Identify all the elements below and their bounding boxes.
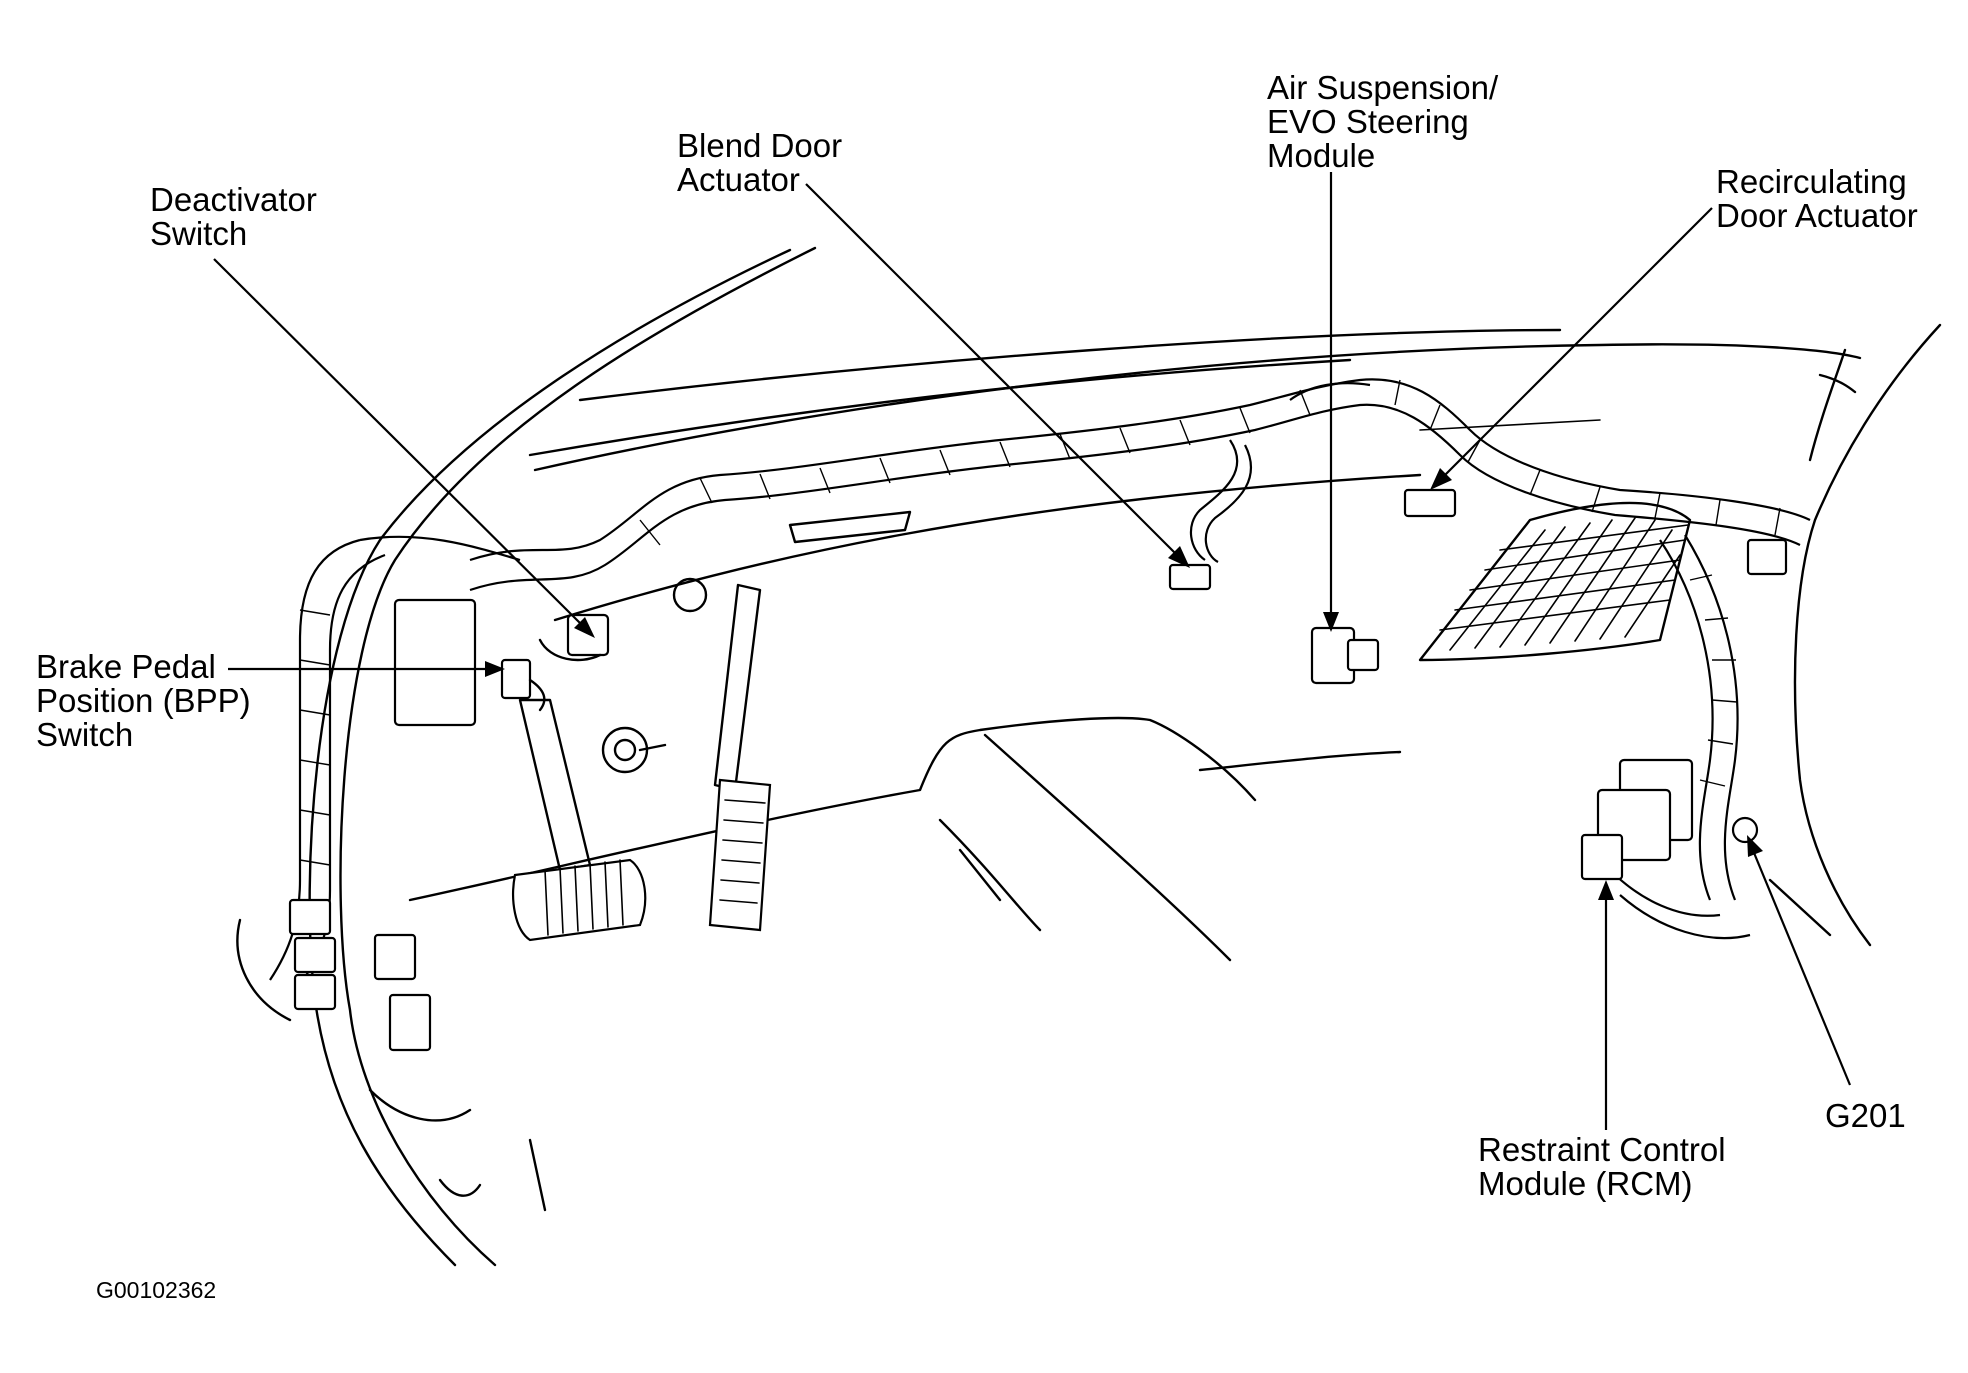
label-line: Switch bbox=[150, 215, 248, 252]
restraint-control-module-label: Restraint Control Module (RCM) bbox=[1478, 1133, 1726, 1201]
label-line: G201 bbox=[1825, 1097, 1906, 1134]
label-line: Switch bbox=[36, 716, 134, 753]
label-line: Blend Door bbox=[677, 127, 843, 164]
label-line: Position (BPP) bbox=[36, 682, 251, 719]
label-line: Module bbox=[1267, 137, 1376, 174]
label-line: Brake Pedal bbox=[36, 648, 216, 685]
label-line: Actuator bbox=[677, 161, 800, 198]
lower-dash bbox=[408, 716, 1402, 962]
right-pillar bbox=[1768, 323, 1942, 947]
deactivator-switch-label: Deactivator Switch bbox=[150, 183, 317, 251]
label-line: Recirculating bbox=[1716, 163, 1907, 200]
main-harness bbox=[269, 378, 1811, 986]
label-line: Door Actuator bbox=[1716, 197, 1918, 234]
brake-pedal-position-switch-label: Brake Pedal Position (BPP) Switch bbox=[36, 650, 251, 752]
label-line: Air Suspension/ bbox=[1267, 69, 1499, 106]
blend-door-actuator-label: Blend Door Actuator bbox=[677, 129, 842, 197]
connectors bbox=[236, 488, 1788, 1197]
label-line: Restraint Control bbox=[1478, 1131, 1726, 1168]
label-line: Module (RCM) bbox=[1478, 1165, 1693, 1202]
g201-label: G201 bbox=[1825, 1099, 1906, 1133]
recirculating-door-actuator-label: Recirculating Door Actuator bbox=[1716, 165, 1918, 233]
dash-top-lines bbox=[528, 328, 1862, 622]
air-suspension-module-label: Air Suspension/ EVO Steering Module bbox=[1267, 71, 1498, 173]
leader-lines bbox=[213, 172, 1852, 1130]
blend-door-harness bbox=[1189, 439, 1252, 563]
label-line: EVO Steering bbox=[1267, 103, 1469, 140]
pedals bbox=[512, 510, 912, 942]
label-line: Deactivator bbox=[150, 181, 317, 218]
figure-id: G00102362 bbox=[96, 1277, 217, 1303]
a-pillar-lines bbox=[308, 246, 817, 1267]
glove-box bbox=[1418, 501, 1692, 662]
